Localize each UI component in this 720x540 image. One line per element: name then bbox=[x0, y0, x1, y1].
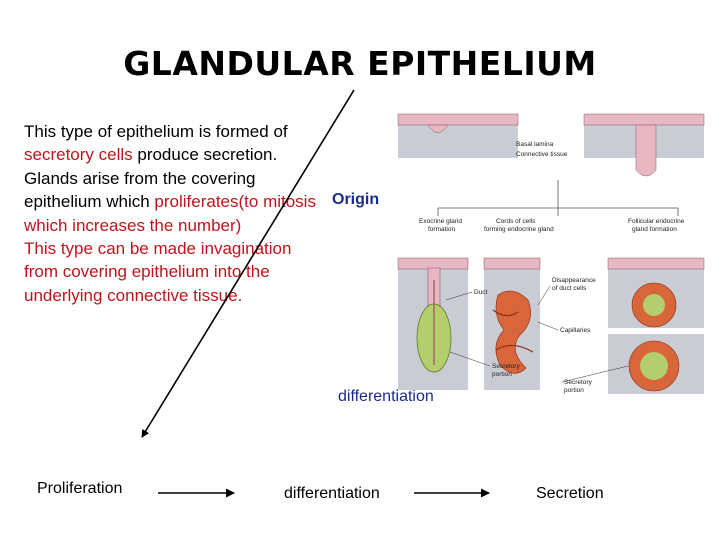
proliferation-label: Proliferation bbox=[37, 480, 123, 497]
differentiation-bottom-label: differentiation bbox=[284, 485, 380, 502]
exocrine-epithelium bbox=[397, 257, 469, 270]
gland-formation-figure: Basal lamina Connective tissue Exocrine … bbox=[397, 113, 705, 394]
fig-secretory-2: Secretory bbox=[564, 379, 593, 386]
cell-column bbox=[635, 124, 657, 177]
top-epithelium-right bbox=[583, 113, 705, 126]
secretory-cells-highlight: secretory cells bbox=[24, 145, 133, 165]
page-title: GLANDULAR EPITHELIUM bbox=[123, 44, 597, 83]
callout-leaders bbox=[445, 285, 629, 383]
fig-formation: formation bbox=[428, 226, 455, 233]
fig-connective-tissue: Connective tissue bbox=[516, 151, 568, 158]
fig-portion-1: portion bbox=[492, 371, 512, 378]
fig-capillaries: Capillaries bbox=[560, 327, 591, 334]
description-part-1: This type of epithelium is formed of bbox=[24, 122, 288, 141]
top-epithelium-left bbox=[397, 113, 519, 126]
diagonal-arrow bbox=[141, 89, 355, 438]
endocrine-cords bbox=[495, 290, 531, 374]
fig-basal-lamina: Basal lamina bbox=[516, 141, 554, 148]
secretion-label: Secretion bbox=[536, 485, 604, 502]
fig-forming-endocrine: forming endocrine gland bbox=[484, 226, 554, 233]
fig-cords: Cords of cells bbox=[496, 218, 536, 225]
fig-of-duct-cells: of duct cells bbox=[552, 285, 587, 292]
connector-lines bbox=[437, 180, 679, 216]
fig-gland-formation: gland formation bbox=[632, 226, 677, 233]
follicle-epithelium bbox=[607, 257, 705, 270]
capillary-lines bbox=[492, 309, 534, 353]
proliferates-highlight: proliferates(to mitosis which increases … bbox=[24, 192, 316, 235]
fig-exocrine: Exocrine gland bbox=[419, 218, 462, 225]
fig-secretory-1: Secretory bbox=[492, 363, 521, 370]
invagination-bud bbox=[427, 124, 449, 133]
fig-disappearance: Disappearance bbox=[552, 277, 596, 284]
description-text: This type of epithelium is formed of sec… bbox=[24, 120, 324, 307]
differentiation-mid-label: differentiation bbox=[338, 388, 434, 405]
fig-follicular: Follicular endocrine bbox=[628, 218, 685, 225]
cords-epithelium bbox=[483, 257, 541, 270]
origin-label: Origin bbox=[332, 191, 380, 208]
invagination-text: This type can be made invagination from … bbox=[24, 239, 292, 305]
top-connective-tissue bbox=[398, 124, 518, 158]
fig-duct: Duct bbox=[474, 289, 488, 296]
description-part-2: produce secretion. Glands arise from the… bbox=[24, 145, 278, 212]
fig-portion-2: portion bbox=[564, 387, 584, 394]
